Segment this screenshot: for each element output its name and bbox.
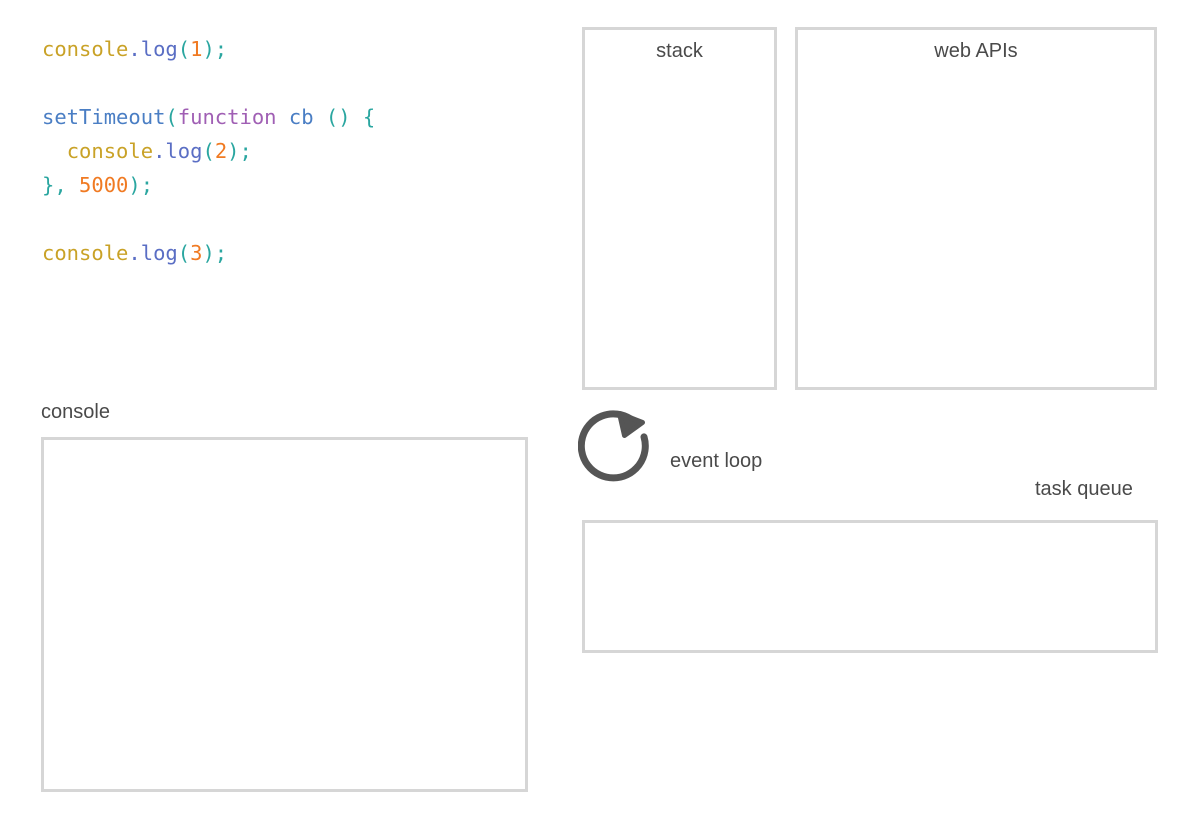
code-token: ); — [227, 139, 252, 163]
code-token: ); — [128, 173, 154, 197]
code-token: }, — [42, 173, 80, 197]
code-line: console.log(2); — [42, 134, 542, 168]
code-token: ( — [177, 37, 191, 61]
code-line: console.log(1); — [42, 32, 542, 66]
code-line: console.log(3); — [42, 236, 542, 270]
code-line — [42, 66, 542, 100]
web-apis-panel[interactable]: web APIs — [795, 27, 1157, 390]
code-token: ( — [165, 105, 178, 129]
event-loop-label: event loop — [670, 450, 763, 472]
console-panel[interactable] — [41, 437, 528, 792]
code-token: ( — [177, 241, 191, 265]
task-queue-panel[interactable] — [582, 520, 1158, 653]
code-token: () { — [313, 105, 376, 129]
code-token: ( — [202, 139, 215, 163]
stack-panel[interactable]: stack — [582, 27, 777, 390]
code-token: .log — [128, 241, 178, 265]
console-label: console — [41, 401, 110, 423]
event-loop: event loop — [578, 404, 878, 494]
code-token: .log — [153, 139, 203, 163]
code-editor[interactable]: console.log(1); setTimeout(function cb (… — [42, 32, 542, 270]
code-token: ); — [202, 241, 228, 265]
code-token: ); — [202, 37, 228, 61]
code-token: console — [42, 37, 129, 61]
code-token: .log — [128, 37, 178, 61]
code-token: 2 — [214, 139, 228, 163]
code-token: function — [177, 105, 277, 129]
stack-panel-label: stack — [656, 40, 703, 62]
code-line: setTimeout(function cb () { — [42, 100, 542, 134]
task-queue-label: task queue — [1035, 478, 1133, 500]
code-token: 1 — [190, 37, 203, 61]
code-token — [277, 105, 289, 129]
code-token: cb — [288, 105, 314, 129]
code-line — [42, 202, 542, 236]
web-apis-panel-label: web APIs — [934, 40, 1018, 62]
code-token: 5000 — [79, 173, 129, 197]
code-token: console — [42, 241, 129, 265]
code-token: setTimeout — [42, 105, 166, 129]
code-token: console — [66, 139, 154, 163]
code-token — [42, 139, 67, 163]
code-line: }, 5000); — [42, 168, 542, 202]
circular-arrow-icon — [578, 410, 649, 482]
code-token: 3 — [190, 241, 203, 265]
